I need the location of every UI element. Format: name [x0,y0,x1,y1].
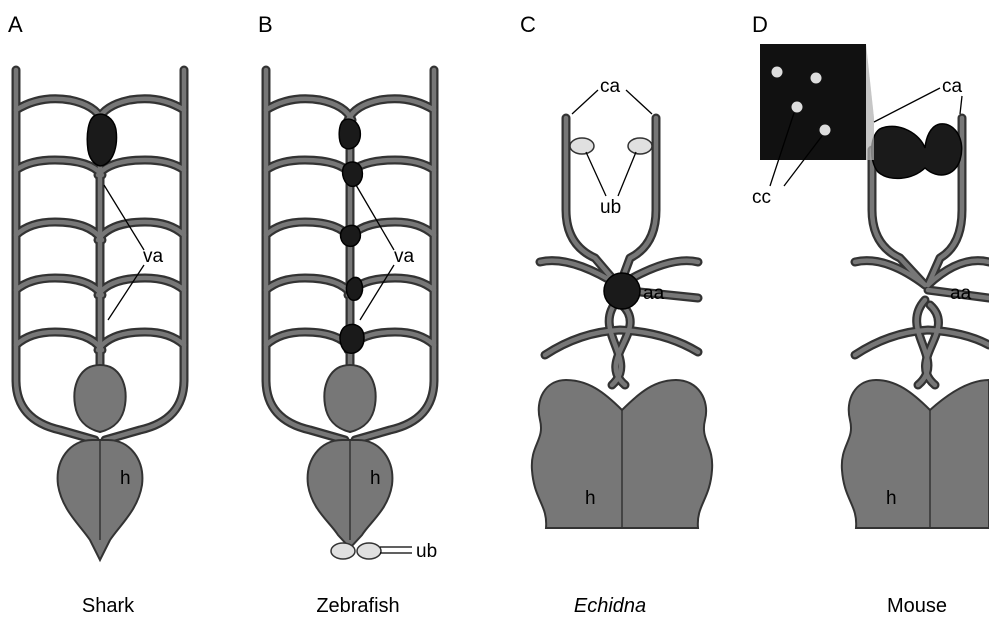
zebrafish-thyroid-follicle-4 [346,277,362,300]
label-va-zebrafish: va [394,246,415,267]
label-ca-echidna: ca [600,76,621,97]
c-cell-2 [811,73,822,84]
label-va-shark: va [143,246,164,267]
shark-bulbus [74,365,125,432]
label-h-mouse: h [886,488,897,509]
label-aa-mouse: aa [950,283,972,304]
zebrafish-thyroid-follicle-1 [339,119,360,149]
echidna-ub-left [570,138,594,154]
panel-d-mouse-diagram: ca cc aa h [752,44,989,528]
label-ub-echidna: ub [600,197,621,218]
panel-letter-b: B [258,12,273,37]
panel-letter-d: D [752,12,768,37]
shark-thyroid-gland [87,114,116,166]
caption-zebrafish: Zebrafish [316,595,399,617]
echidna-vessels [540,118,698,385]
caption-shark: Shark [82,595,135,617]
caption-echidna: Echidna [574,595,646,617]
c-cell-4 [820,125,831,136]
mouse-thyroid-gland [872,124,962,179]
panel-c-echidna-diagram: ca ub aa h [532,76,712,528]
zebrafish-thyroid-follicle-3 [341,225,361,246]
label-ub-zebrafish: ub [416,541,437,562]
zebrafish-thyroid-follicle-2 [343,162,363,186]
label-cc-mouse: cc [752,187,771,208]
panel-a-shark-diagram: va h [16,70,184,560]
label-h-zebrafish: h [370,468,381,489]
zebrafish-bulbus [324,365,375,432]
zebrafish-thyroid-follicle-5 [340,325,364,354]
c-cell-1 [772,67,783,78]
zebrafish-ub-right [357,543,381,559]
panel-b-zebrafish-diagram: va h ub [266,70,437,562]
c-cell-3 [792,102,803,113]
echidna-thyroid-gland [604,273,640,309]
echidna-ub-right [628,138,652,154]
panel-letter-c: C [520,12,536,37]
mouse-heart [842,380,989,528]
panel-letter-a: A [8,12,23,37]
calcitonin-cell-inset [760,44,866,160]
label-h-shark: h [120,468,131,489]
label-aa-echidna: aa [643,283,665,304]
zebrafish-ub-left [331,543,355,559]
caption-mouse: Mouse [887,595,947,617]
label-ca-mouse: ca [942,76,963,97]
label-h-echidna: h [585,488,596,509]
